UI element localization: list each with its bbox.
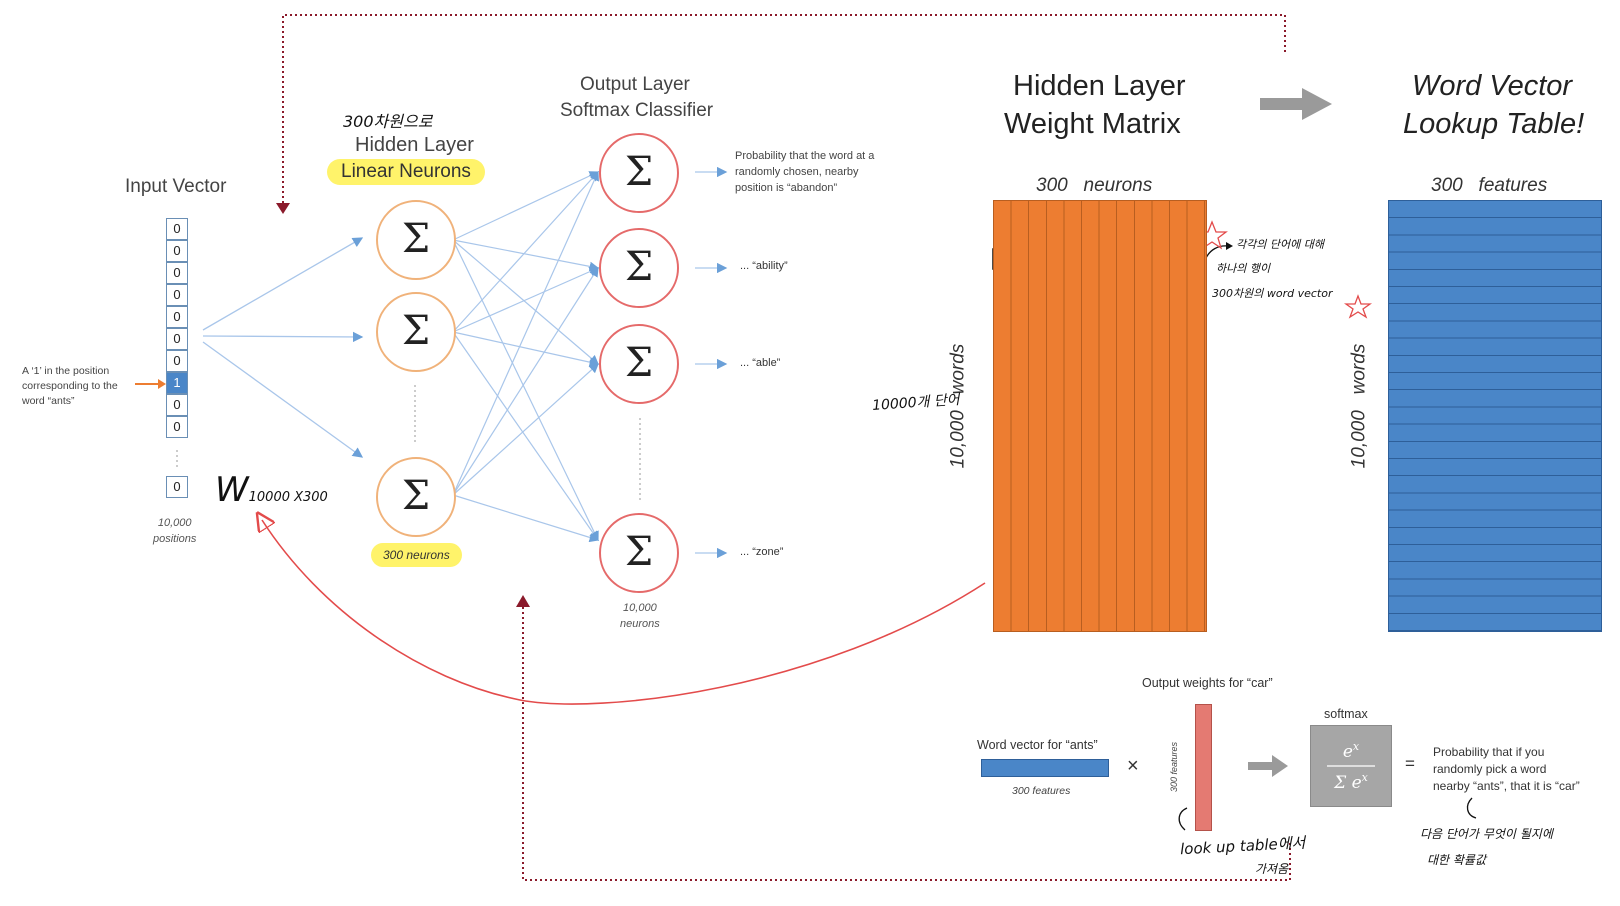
red-curve bbox=[262, 520, 986, 705]
lookup-title-line2: Lookup Table! bbox=[1403, 108, 1585, 140]
probability-text: Probability that if you randomly pick a … bbox=[1433, 745, 1580, 793]
matrix-handwritten-row2: 하나의 행이 bbox=[1216, 262, 1271, 275]
hidden-neurons-count: 300 neurons bbox=[371, 543, 462, 567]
handwritten-next-word-2: 대한 확률값 bbox=[1427, 853, 1487, 867]
prob-ability-text: ... “ability” bbox=[740, 260, 788, 272]
weight-handwritten-W: W10000 X300 bbox=[215, 470, 328, 510]
weight-matrix bbox=[993, 200, 1207, 632]
prob-able-text: ... “able” bbox=[740, 357, 781, 369]
lookup-top-label: 300 features bbox=[1431, 175, 1548, 196]
hidden-neuron-3: Σ bbox=[376, 457, 456, 537]
input-vector-cell: 0 bbox=[166, 328, 188, 350]
input-vector-caption: 10,000 positions bbox=[153, 517, 197, 545]
red-star-2 bbox=[1343, 294, 1373, 319]
output-neurons-count: 10,000 neurons bbox=[620, 602, 660, 630]
output-layer-title: Output Layer bbox=[580, 74, 690, 95]
prob-abandon-text: Probability that the word at a randomly … bbox=[735, 150, 875, 194]
input-vector-cell: 0 bbox=[166, 306, 188, 328]
output-neuron-4: Σ bbox=[599, 513, 679, 593]
output-neuron-1: Σ bbox=[599, 133, 679, 213]
matrix-handwritten-row3: 300차원의 word vector bbox=[1212, 287, 1333, 300]
svg-text:ex: ex bbox=[1343, 740, 1360, 762]
input-vector-cell: 0 bbox=[166, 394, 188, 416]
input-vector-cell: 0 bbox=[166, 218, 188, 240]
input-vector-title: Input Vector bbox=[125, 176, 227, 197]
word-vector-label: Word vector for “ants” bbox=[977, 738, 1098, 752]
output-weights-features: 300 features bbox=[1169, 741, 1180, 793]
lookup-title-line1: Word Vector bbox=[1412, 70, 1573, 102]
input-vector-last-cell: 0 bbox=[166, 476, 188, 498]
hidden-handwritten-note: 300차원으로 bbox=[343, 112, 433, 131]
softmax-box: ex Σ ex bbox=[1310, 725, 1392, 807]
hidden-neuron-1: Σ bbox=[376, 200, 456, 280]
handwritten-next-word-1: 다음 단어가 무엇이 될지에 bbox=[1420, 827, 1553, 841]
output-neuron-3: Σ bbox=[599, 324, 679, 404]
hidden-layer-title: Hidden Layer bbox=[355, 134, 474, 156]
dotted-path-bottom bbox=[522, 605, 1291, 881]
softmax-label: softmax bbox=[1324, 707, 1368, 721]
times-sign: × bbox=[1127, 755, 1139, 777]
input-vector-cell: 0 bbox=[166, 350, 188, 372]
output-layer-subtitle: Softmax Classifier bbox=[560, 100, 714, 121]
matrix-title-line2: Weight Matrix bbox=[1004, 108, 1181, 140]
input-vector-cell: 0 bbox=[166, 262, 188, 284]
matrix-top-label: 300 neurons bbox=[1036, 175, 1153, 196]
word-vector-lookup-table bbox=[1388, 200, 1602, 632]
matrix-handwritten-row1: 각각의 단어에 대해 bbox=[1236, 238, 1324, 251]
handwritten-lookup-note-2: 가져옴 bbox=[1255, 862, 1289, 876]
output-weights-bar bbox=[1195, 704, 1212, 831]
dotted-arrowhead-top bbox=[276, 203, 290, 214]
input-annotation: A ‘1’ in the position corresponding to t… bbox=[22, 365, 118, 407]
input-vector-cell: 0 bbox=[166, 240, 188, 262]
equals-sign: = bbox=[1405, 754, 1415, 773]
linear-neurons-label: Linear Neurons bbox=[327, 159, 485, 185]
dotted-arrowhead-bottom bbox=[516, 595, 530, 607]
word-vector-features: 300 features bbox=[1012, 785, 1071, 797]
matrix-title-line1: Hidden Layer bbox=[1013, 70, 1186, 102]
lookup-side-label: 10,000 words bbox=[1348, 343, 1370, 469]
input-vector-cell: 0 bbox=[166, 284, 188, 306]
output-weights-label: Output weights for “car” bbox=[1142, 676, 1273, 690]
softmax-formula: ex Σ ex bbox=[1327, 740, 1375, 793]
gray-arrow-right bbox=[1260, 88, 1332, 120]
prob-zone-text: ... “zone” bbox=[740, 546, 784, 558]
word-vector-bar bbox=[981, 759, 1109, 777]
input-vector-cell: 0 bbox=[166, 416, 188, 438]
output-neuron-2: Σ bbox=[599, 228, 679, 308]
hidden-neuron-2: Σ bbox=[376, 292, 456, 372]
svg-text:Σ ex: Σ ex bbox=[1333, 771, 1368, 793]
gray-arrow-small bbox=[1248, 755, 1288, 777]
input-vector-cell: 1 bbox=[166, 372, 188, 394]
